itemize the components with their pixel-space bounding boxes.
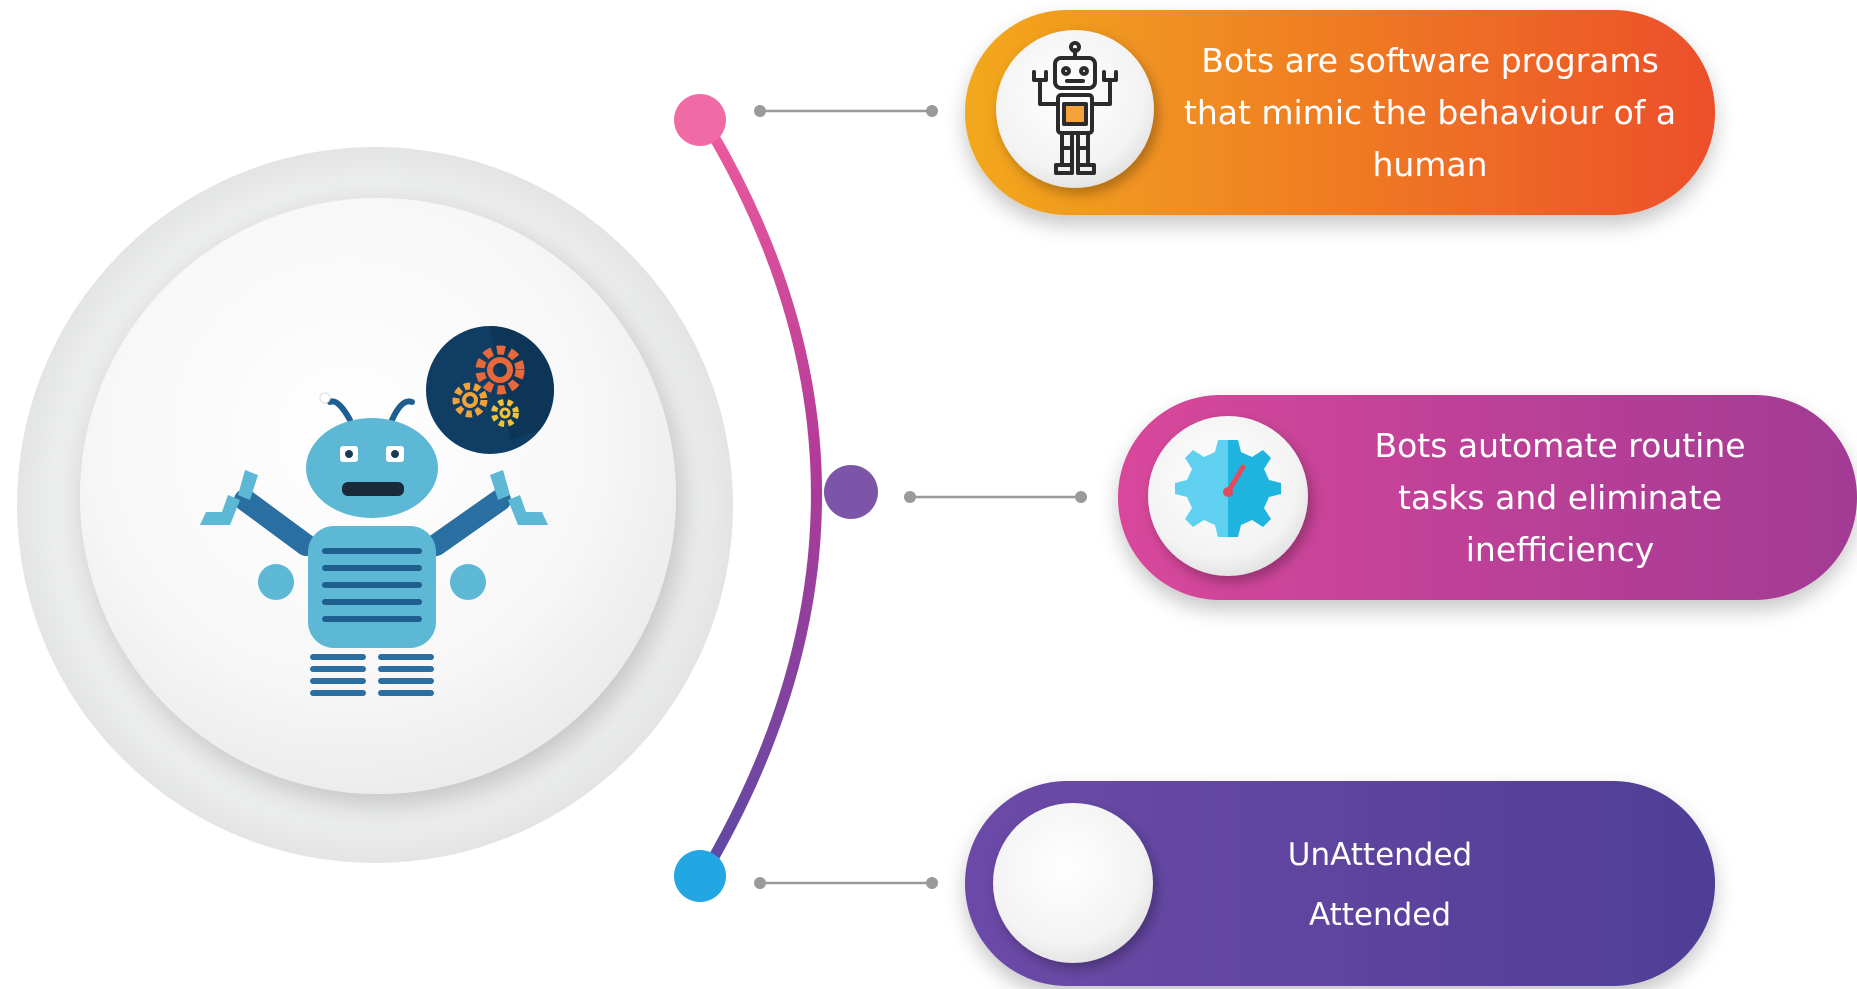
connector-1 (754, 105, 938, 117)
card-2 (1118, 395, 1857, 600)
timeline-dot-3 (674, 850, 726, 902)
card-1-line-2: that mimic the behaviour of a (1183, 93, 1677, 132)
card-1-text: Bots are software programs that mimic th… (1160, 28, 1700, 198)
card-1-line-1: Bots are software programs (1201, 41, 1659, 80)
card-2-text: Bots automate routine tasks and eliminat… (1320, 413, 1800, 583)
card-2-line-3: inefficiency (1465, 530, 1655, 569)
card-1-pill (965, 10, 1715, 215)
robot-outline-icon (1032, 41, 1118, 175)
connector-2 (904, 491, 1087, 503)
card-3-icon-disc (993, 803, 1153, 963)
card-3 (965, 781, 1715, 986)
connector-3 (754, 877, 938, 889)
card-2-line-1: Bots automate routine (1374, 426, 1746, 465)
card-3-text: UnAttended Attended (1200, 800, 1560, 970)
card-3-line-2: Attended (1308, 897, 1452, 933)
card-3-pill (965, 781, 1715, 986)
card-3-line-1: UnAttended (1287, 837, 1473, 873)
card-2-pill (1118, 395, 1857, 600)
card-2-line-2: tasks and eliminate (1397, 478, 1723, 517)
gears-icon (426, 326, 555, 454)
card-1-line-3: human (1372, 145, 1488, 184)
timeline-arc (697, 112, 822, 882)
timeline-dot-1 (674, 94, 726, 146)
gear-gauge-icon (1175, 440, 1281, 537)
timeline-dot-2 (824, 465, 878, 519)
blue-robot-icon (200, 392, 548, 696)
card-1 (965, 10, 1715, 215)
